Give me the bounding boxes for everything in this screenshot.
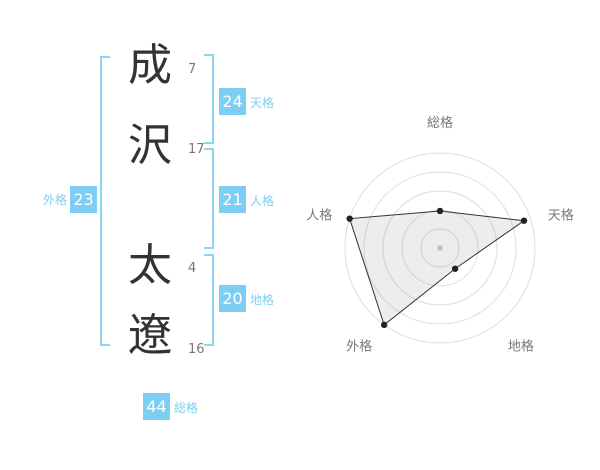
chikaku-label: 地格 xyxy=(250,293,275,307)
jinkaku-value-box: 21 xyxy=(219,186,246,213)
radar-axis-label-3: 外格 xyxy=(346,339,372,355)
name-char-1: 沢 xyxy=(128,120,172,171)
radar-axis-label-0: 総格 xyxy=(427,115,453,131)
radar-axis-label-1: 天格 xyxy=(548,208,574,224)
stroke-count-3: 16 xyxy=(188,342,205,357)
name-char-0: 成 xyxy=(128,40,172,91)
soukaku-value-box: 44 xyxy=(143,393,170,420)
gaikaku-value-box: 23 xyxy=(70,186,97,213)
chikaku-value-box: 20 xyxy=(219,285,246,312)
jinkaku-bracket xyxy=(204,148,214,249)
tenkaku-value-box: 24 xyxy=(219,88,246,115)
jinkaku-label: 人格 xyxy=(250,194,275,208)
radar-axis-label-2: 地格 xyxy=(508,339,534,355)
name-char-3: 遼 xyxy=(128,310,172,361)
gaikaku-label: 外格 xyxy=(43,193,68,207)
gaikaku-bracket xyxy=(100,56,110,346)
stroke-count-2: 4 xyxy=(188,261,197,276)
tenkaku-label: 天格 xyxy=(250,96,275,110)
stroke-count-0: 7 xyxy=(188,62,197,77)
stroke-count-1: 17 xyxy=(188,142,205,157)
tenkaku-bracket xyxy=(204,54,214,144)
radar-axis-label-4: 人格 xyxy=(306,208,332,224)
soukaku-label: 総格 xyxy=(174,401,199,415)
chikaku-bracket xyxy=(204,254,214,346)
name-char-2: 太 xyxy=(128,240,172,291)
